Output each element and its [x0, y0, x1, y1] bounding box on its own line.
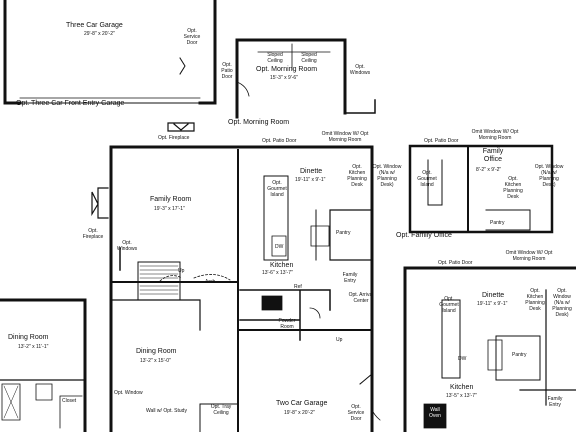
- opt-patio-door-office: Opt. Patio Door: [424, 138, 459, 144]
- three-car-garage-walls: [3, 0, 217, 105]
- kitchen-right-dims: 13'-5" x 13'-7": [446, 393, 477, 399]
- opt-kitchen-planning-desk-main: Opt. Kitchen Planning Desk: [347, 164, 367, 188]
- opt-windows-top: Opt. Windows: [349, 64, 371, 76]
- opt-tray-ceiling: Opt. Tray Ceiling: [210, 404, 232, 416]
- opt-gourmet-island-main: Opt. Gourmet Island: [267, 180, 287, 198]
- pantry-right: Pantry: [512, 352, 527, 358]
- opt-window-office: Opt. Window (N/a w/ Planning Desk): [534, 164, 564, 188]
- up-stairs: Up: [178, 268, 185, 274]
- opt-window-dining: Opt. Window: [114, 390, 143, 396]
- family-room-dims: 19'-3" x 17'-1": [154, 206, 185, 212]
- opt-family-office-caption: Opt. Family Office: [396, 232, 452, 239]
- dining-room-main-dims: 13'-2" x 15'-0": [140, 358, 171, 364]
- opt-morning-room-inset-name: Opt. Morning Room: [256, 66, 318, 73]
- three-car-garage-name: Three Car Garage: [66, 22, 123, 29]
- opt-patio-door-main: Opt. Patio Door: [262, 138, 297, 144]
- left-dining-room-walls: [0, 298, 87, 432]
- dining-room-left-name: Dining Room: [8, 334, 49, 341]
- sloped-ceiling-1: Sloped Ceiling: [267, 52, 283, 64]
- omit-window-office: Omit Window W/ Opt Morning Room: [471, 129, 519, 141]
- kitchen-right-name: Kitchen: [450, 384, 474, 391]
- opt-kitchen-planning-desk-right: Opt. Kitchen Planning Desk: [525, 288, 545, 312]
- opt-arrival-center: Opt. Arrival Center: [348, 292, 374, 304]
- dinette-right-dims: 19'-11" x 9'-1": [477, 301, 508, 307]
- dinette-main-name: Dinette: [300, 168, 323, 175]
- opt-kitchen-planning-desk-office: Opt. Kitchen Planning Desk: [503, 176, 523, 200]
- two-car-garage-dims: 19'-8" x 20'-2": [284, 410, 315, 416]
- family-office-walls: [408, 144, 554, 234]
- opt-patio-door-top: Opt. Patio Door: [221, 62, 233, 80]
- opt-service-door-bottom: Opt. Service Door: [347, 404, 365, 422]
- sloped-ceiling-2: Sloped Ceiling: [301, 52, 317, 64]
- three-car-garage-dims: 29'-8" x 20'-2": [84, 31, 115, 37]
- dinette-main-dims: 19'-11" x 9'-1": [295, 177, 326, 183]
- family-entry-main: Family Entry: [342, 272, 358, 284]
- family-room-name: Family Room: [150, 196, 192, 203]
- kitchen-main-dims: 13'-6" x 13'-7": [262, 270, 293, 276]
- family-office-dims: 8'-2" x 9'-2": [476, 167, 502, 173]
- powder-room: Powder Room: [278, 318, 296, 330]
- pantry-office: Pantry: [490, 220, 505, 226]
- opt-gourmet-island-office: Opt. Gourmet Island: [417, 170, 437, 188]
- dw-right: DW: [458, 356, 467, 362]
- right-kitchen-walls: [403, 266, 576, 432]
- opt-patio-door-right: Opt. Patio Door: [438, 260, 473, 266]
- fireplace-top-outline: [167, 122, 195, 132]
- opt-three-car-front-entry-label: Opt. Three Car Front Entry Garage: [16, 100, 125, 107]
- arch-1: Arch: [205, 279, 216, 285]
- closet-left: Closet: [62, 398, 77, 404]
- omit-window-main: Omit Window W/ Opt Morning Room: [321, 131, 369, 143]
- dining-room-left-dims: 13'-2" x 11'-1": [18, 344, 49, 350]
- dinette-right-name: Dinette: [482, 292, 505, 299]
- dining-room-main-name: Dining Room: [136, 348, 177, 355]
- opt-window-main: Opt. Window (N/a w/ Planning Desk): [372, 164, 402, 188]
- main-floor-walls: [91, 145, 381, 432]
- pantry-main: Pantry: [336, 230, 351, 236]
- opt-fireplace-side: Opt. Fireplace: [82, 228, 104, 240]
- family-office-name: Family Office: [482, 148, 504, 163]
- kitchen-main-name: Kitchen: [270, 262, 294, 269]
- dw-main: DW: [275, 244, 284, 250]
- opt-morning-room-inset-dims: 15'-3" x 9'-6": [270, 75, 298, 81]
- opt-morning-room-caption: Opt. Morning Room: [228, 119, 290, 126]
- opt-gourmet-island-right: Opt. Gourmet Island: [439, 296, 459, 314]
- two-car-garage-name: Two Car Garage: [276, 400, 328, 407]
- omit-window-right: Omit Window W/ Opt Morning Room: [505, 250, 553, 262]
- wall-opt-study: Wall w/ Opt. Study: [146, 408, 187, 414]
- up-garage: Up: [336, 337, 343, 343]
- family-entry-right: Family Entry: [547, 396, 563, 408]
- opt-windows-side: Opt. Windows: [116, 240, 138, 252]
- opt-window-right: Opt. Window (N/a w/ Planning Desk): [552, 288, 572, 318]
- wall-oven: Wall Oven: [429, 407, 441, 419]
- opt-service-door-top: Opt. Service Door: [183, 28, 201, 46]
- morning-room-inset-walls: [235, 38, 376, 119]
- ref-main: Ref: [294, 284, 302, 290]
- opt-fireplace-top: Opt. Fireplace: [158, 135, 190, 141]
